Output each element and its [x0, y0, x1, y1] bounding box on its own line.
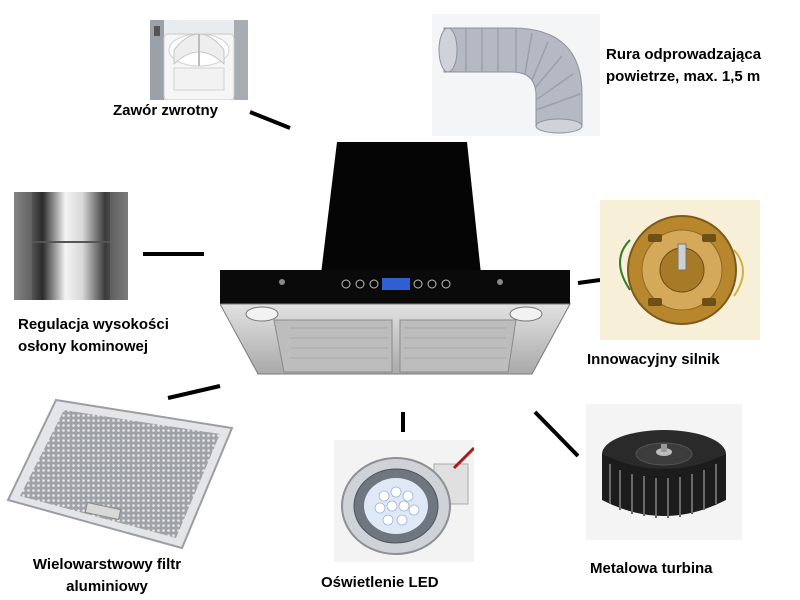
motor-photo [600, 200, 760, 340]
motor-label: Innowacyjny silnik [587, 351, 720, 368]
connector-check-valve [249, 110, 291, 130]
turbine-photo [586, 404, 742, 540]
duct-pipe-label-line2: powietrze, max. 1,5 m [606, 68, 761, 85]
cooker-hood-photo [220, 142, 572, 376]
duct-pipe-label: Rura odprowadzająca powietrze, max. 1,5 … [606, 44, 761, 88]
check-valve-photo [150, 20, 248, 100]
turbine-label: Metalowa turbina [590, 560, 713, 577]
filter-label-line1: Wielowarstwowy filtr [32, 556, 182, 573]
chimney-height-label-line1: Regulacja wysokości [18, 316, 169, 333]
connector-motor [577, 278, 601, 285]
duct-pipe-photo [432, 14, 600, 136]
duct-pipe-label-line1: Rura odprowadzająca [606, 46, 762, 63]
filter-label: Wielowarstwowy filtr aluminiowy [14, 554, 200, 598]
connector-filter [167, 384, 221, 400]
chimney-height-label: Regulacja wysokości osłony kominowej [18, 314, 169, 358]
chimney-cover-photo [14, 192, 128, 300]
check-valve-label: Zawór zwrotny [113, 102, 219, 119]
aluminium-filter-photo [6, 398, 234, 550]
led-lamp-photo [334, 440, 474, 562]
led-label: Oświetlenie LED [321, 574, 439, 591]
chimney-height-label-line2: osłony kominowej [18, 338, 149, 355]
filter-label-line2: aluminiowy [66, 578, 148, 595]
connector-turbine [533, 410, 580, 458]
